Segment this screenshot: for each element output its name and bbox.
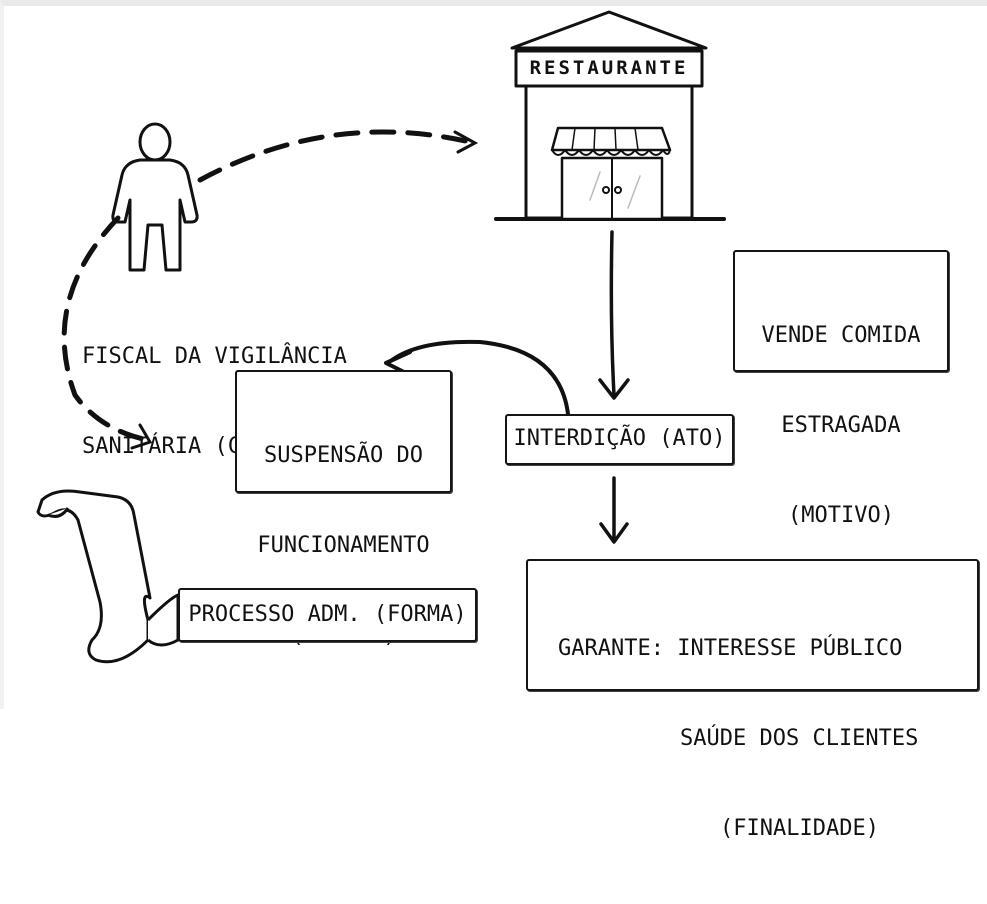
objeto-line2: FUNCIONAMENTO — [257, 533, 430, 558]
finalidade-line3: (FINALIDADE) — [720, 816, 879, 841]
ato-box: INTERDIÇÃO (ATO) — [505, 414, 734, 465]
finalidade-box: GARANTE: INTERESSE PÚBLICO SAÚDE DOS CLI… — [526, 559, 979, 841]
restaurant-sign: RESTAURANTE — [529, 57, 689, 79]
diagram-canvas — [36, 10, 726, 664]
motivo-line1: VENDE COMIDA — [761, 323, 921, 348]
dashed-arrow-to-document — [61, 215, 153, 450]
forma-box: PROCESSO ADM. (FORMA) — [178, 588, 477, 642]
fiscal-person-icon — [111, 122, 199, 272]
finalidade-line2: SAÚDE DOS CLIENTES — [680, 726, 919, 751]
motivo-line2: ESTRAGADA — [781, 413, 901, 438]
arrow-ato-to-objeto — [384, 339, 570, 416]
arrow-restaurant-to-ato — [598, 230, 630, 400]
objeto-box: SUSPENSÃO DO FUNCIONAMENTO (OBJETO) — [235, 370, 452, 648]
motivo-box: VENDE COMIDA ESTRAGADA (MOTIVO) — [733, 250, 949, 528]
motivo-line3: (MOTIVO) — [788, 503, 894, 528]
objeto-line1: SUSPENSÃO DO — [264, 443, 423, 468]
diagram-frame — [0, 0, 987, 709]
forma-label: PROCESSO ADM. (FORMA) — [188, 602, 467, 627]
restaurant-building-icon — [494, 10, 726, 221]
ato-label: INTERDIÇÃO (ATO) — [513, 426, 726, 451]
arrow-ato-to-finalidade — [599, 476, 629, 544]
document-scroll-icon — [36, 489, 180, 664]
dashed-arrow-to-restaurant — [197, 129, 479, 183]
finalidade-line1: GARANTE: INTERESSE PÚBLICO — [558, 636, 903, 661]
fiscal-label-line1: FISCAL DA VIGILÂNCIA — [82, 344, 347, 369]
